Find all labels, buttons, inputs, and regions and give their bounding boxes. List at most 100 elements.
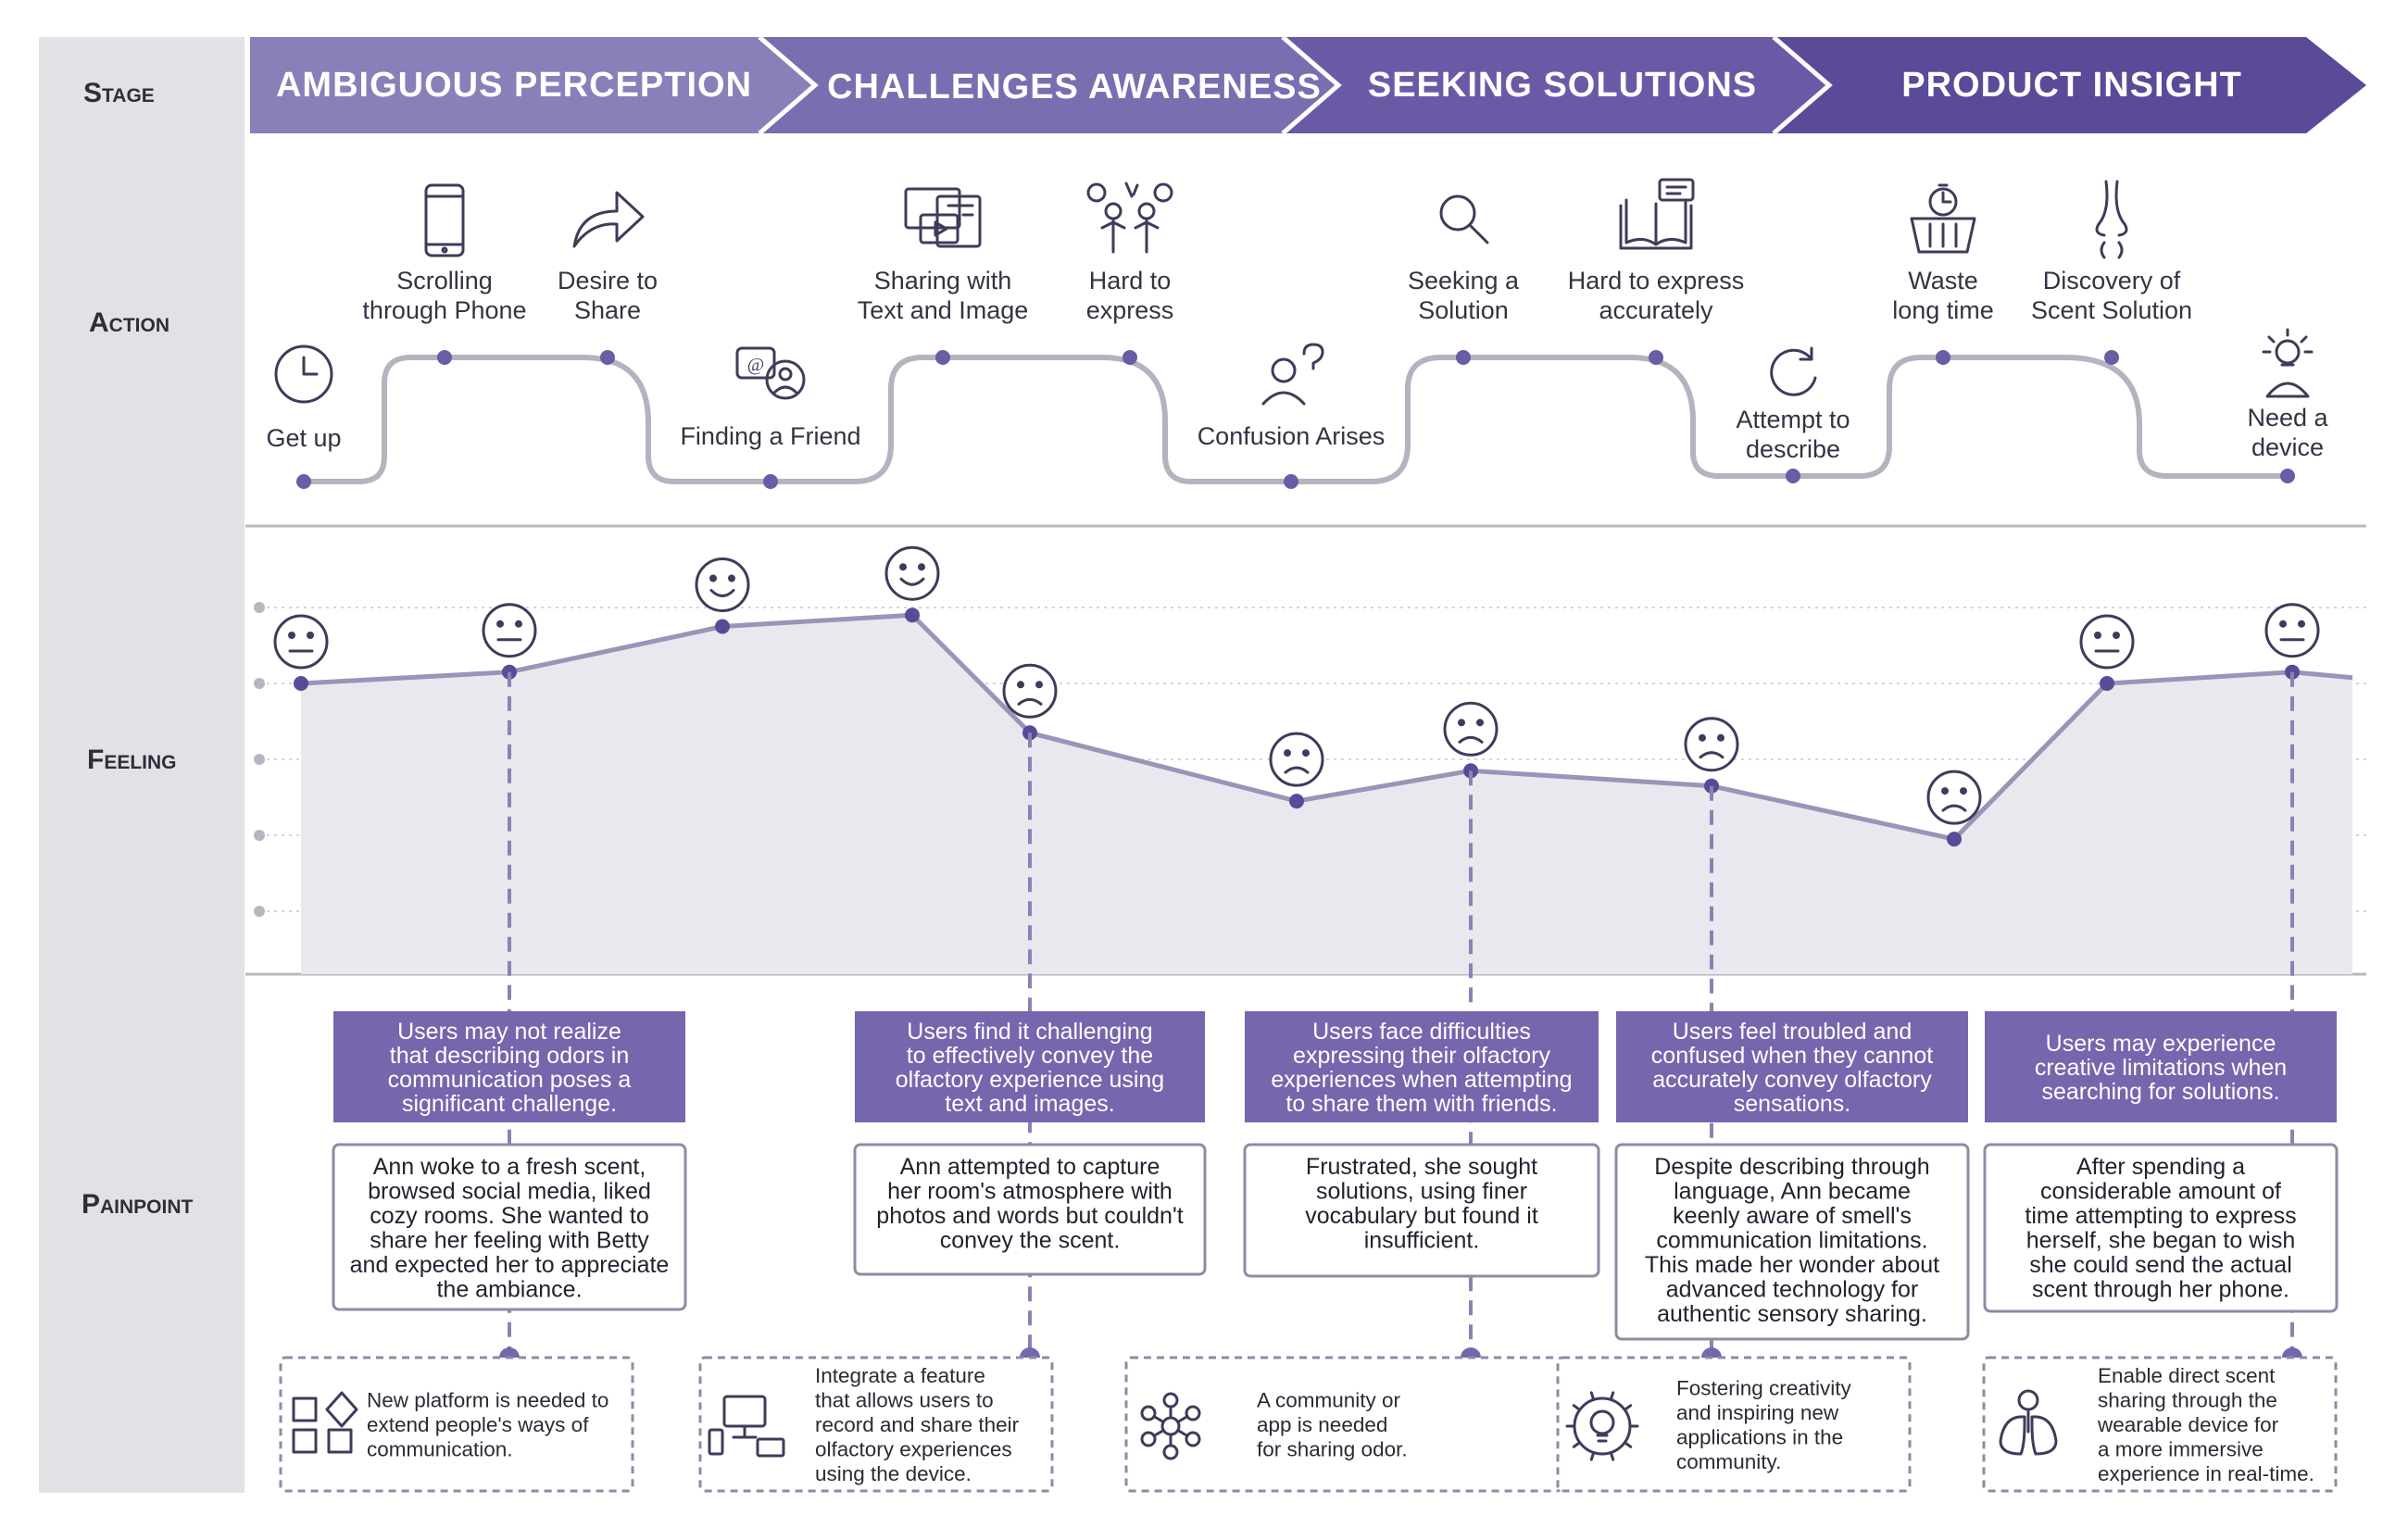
painpoint-story-box	[332, 1143, 687, 1311]
solution-idea-box	[698, 1356, 1054, 1493]
magnifier-icon	[1439, 194, 1489, 244]
media-icon	[904, 187, 982, 248]
action-node	[296, 474, 311, 489]
feeling-level-dot	[254, 754, 265, 765]
action-node	[2280, 469, 2295, 483]
action-node	[1122, 350, 1137, 365]
chat-person-icon: @	[735, 346, 806, 400]
feeling-level-dot	[254, 906, 265, 917]
idea-person-icon	[2262, 328, 2314, 398]
painpoint-summary-box	[855, 1011, 1205, 1122]
feeling-area	[301, 615, 2352, 974]
solution-idea-box	[1556, 1356, 1912, 1493]
stage-label-3: SEEKING SOLUTIONS	[1368, 66, 1757, 105]
happy-face-icon	[884, 545, 940, 601]
action-node	[763, 474, 778, 489]
action-node	[1456, 350, 1471, 365]
action-node	[1936, 350, 1950, 365]
painpoint-story-box	[1614, 1143, 1970, 1341]
book-icon	[1619, 178, 1695, 250]
feeling-point	[1947, 832, 1962, 847]
devices-icon	[708, 1395, 785, 1458]
stage-chevron-4	[1774, 37, 2366, 133]
clock-icon	[274, 344, 333, 404]
neutral-face-icon	[482, 603, 537, 658]
sad-face-icon	[1684, 717, 1739, 772]
feeling-point	[294, 676, 308, 691]
neutral-face-icon	[2264, 603, 2320, 658]
action-label: Finding a Friend	[680, 422, 860, 450]
stage-label-4: PRODUCT INSIGHT	[1901, 66, 2242, 105]
sad-face-icon	[1269, 732, 1324, 787]
painpoint-story-box	[853, 1143, 1207, 1276]
share-arrow-icon	[572, 191, 645, 248]
action-label: Confusion Arises	[1198, 422, 1386, 450]
action-node	[2104, 350, 2119, 365]
people-talk-icon	[1086, 182, 1173, 254]
painpoint-story-text: Ann woke to a fresh scent,browsed social…	[350, 1154, 670, 1303]
feeling-level-dot	[254, 602, 265, 613]
solution-idea-box	[279, 1356, 634, 1493]
feeling-point	[1289, 794, 1304, 809]
stage-chevron-2	[759, 37, 1338, 133]
sad-face-icon	[1926, 770, 1982, 825]
sad-face-icon	[1002, 663, 1058, 719]
painpoint-summary-box	[333, 1011, 685, 1122]
feeling-level-dot	[254, 678, 265, 689]
svg-text:@: @	[747, 355, 764, 375]
painpoint-summary-box	[1985, 1011, 2337, 1122]
nose-icon	[2095, 180, 2128, 259]
stage-chevron-3	[1283, 37, 1829, 133]
happy-face-icon	[695, 557, 750, 612]
refresh-icon	[1770, 346, 1817, 396]
feeling-chart	[254, 545, 2366, 974]
feeling-point	[715, 619, 730, 634]
painpoint-summary-box	[1245, 1011, 1599, 1122]
basket-timer-icon	[1910, 183, 1976, 254]
sad-face-icon	[1443, 701, 1499, 757]
action-label: Get up	[266, 424, 341, 452]
action-node	[1284, 474, 1298, 489]
row-label-action: Action	[89, 307, 169, 338]
painpoint-summary-box	[1616, 1011, 1968, 1122]
neutral-face-icon	[2079, 614, 2135, 670]
network-icon	[1140, 1392, 1201, 1460]
row-label-sidebar	[39, 37, 245, 1493]
stage-chevron-1	[250, 37, 815, 133]
solution-idea-box	[1982, 1356, 2338, 1493]
lungs-person-icon	[1999, 1389, 2058, 1456]
action-node	[935, 350, 950, 365]
action-node	[1786, 469, 1800, 483]
action-node	[600, 350, 615, 365]
neutral-face-icon	[273, 614, 329, 670]
feeling-level-dot	[254, 830, 265, 841]
action-node	[1649, 350, 1663, 365]
stage-banner: AMBIGUOUS PERCEPTION CHALLENGES AWARENES…	[250, 35, 2366, 135]
feeling-point	[905, 607, 920, 623]
question-person-icon	[1261, 343, 1324, 406]
painpoint-story-box	[1983, 1143, 2339, 1313]
feeling-point	[2100, 676, 2114, 691]
stage-label-1: AMBIGUOUS PERCEPTION	[276, 66, 752, 105]
